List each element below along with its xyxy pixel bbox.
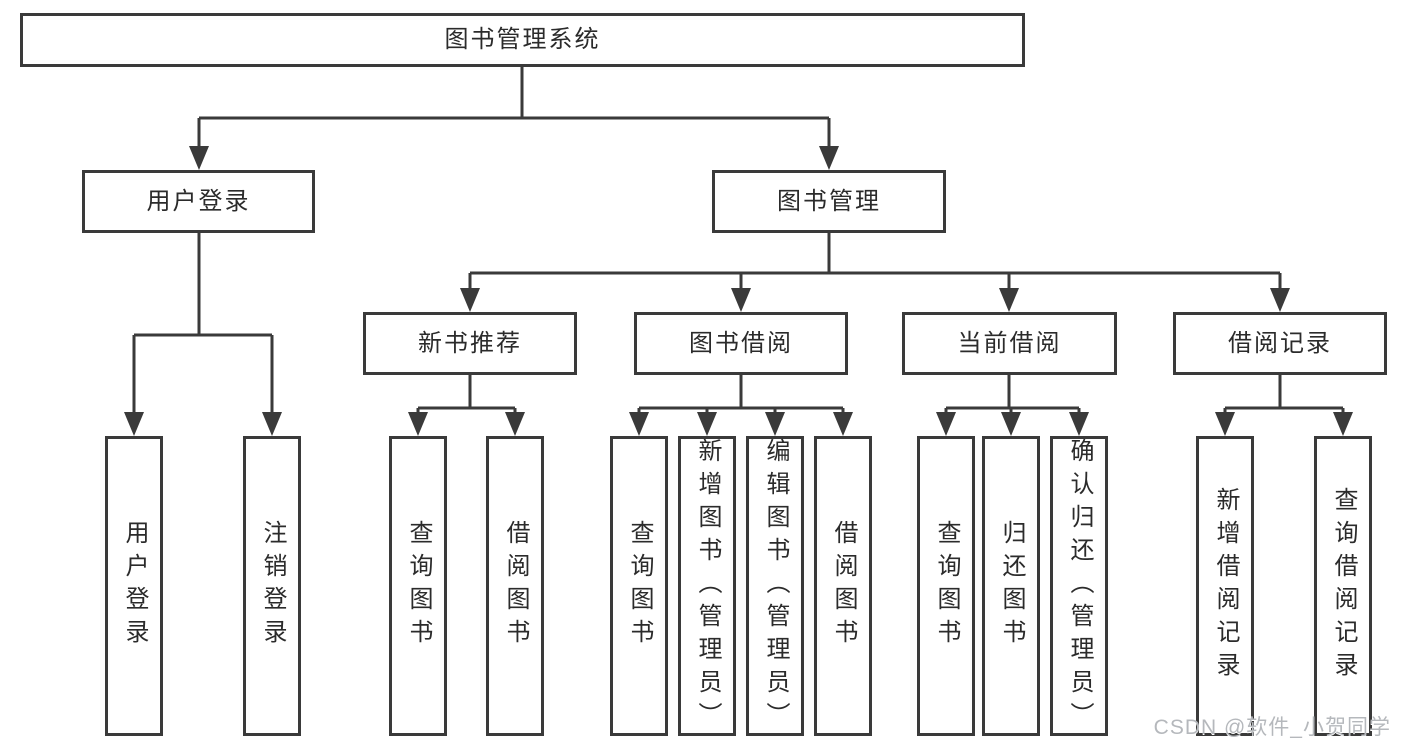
arrowhead-icon [262, 412, 282, 436]
node-book-management: 图书管理 [712, 170, 946, 233]
arrowhead-icon [1215, 412, 1235, 436]
arrowhead-icon [999, 288, 1019, 312]
arrowhead-icon [505, 412, 525, 436]
connector-mgmt-to-level3 [468, 233, 1282, 290]
leaf-borrowing-query-books: 查询图书 [610, 436, 668, 736]
node-user-login: 用户登录 [82, 170, 315, 233]
node-root-label: 图书管理系统 [444, 26, 601, 53]
leaf-records-add-record: 新增借阅记录 [1196, 436, 1254, 736]
leaf-current-query-books: 查询图书 [917, 436, 975, 736]
leaf-current-return-books: 归还图书 [982, 436, 1040, 736]
node-book-borrowing-label: 图书借阅 [689, 329, 793, 357]
arrowhead-icon [1270, 288, 1290, 312]
arrowhead-icon [408, 412, 428, 436]
arrowhead-icon [629, 412, 649, 436]
connector-root-to-level2 [197, 67, 831, 148]
node-new-book-recommend-label: 新书推荐 [418, 329, 522, 357]
connector-borrowing-to-leaves [637, 375, 845, 414]
connector-current-to-leaves [944, 375, 1081, 414]
node-book-borrowing: 图书借阅 [634, 312, 848, 375]
node-user-login-label: 用户登录 [146, 187, 251, 215]
leaf-current-confirm-return-admin: 确认归还（管理员） [1050, 436, 1108, 736]
arrowhead-icon [697, 412, 717, 436]
leaf-logout: 注销登录 [243, 436, 301, 736]
leaf-borrowing-add-books-admin: 新增图书（管理员） [678, 436, 736, 736]
node-borrowing-records: 借阅记录 [1173, 312, 1387, 375]
node-book-management-label: 图书管理 [777, 187, 881, 215]
arrowhead-icon [124, 412, 144, 436]
arrowhead-icon [731, 288, 751, 312]
node-new-book-recommend: 新书推荐 [363, 312, 577, 375]
leaf-borrowing-borrow-books: 借阅图书 [814, 436, 872, 736]
arrowhead-icon [765, 412, 785, 436]
arrowhead-icon [936, 412, 956, 436]
arrowhead-icon [460, 288, 480, 312]
csdn-watermark: CSDN @软件_小贺同学 [1153, 716, 1391, 739]
arrowhead-icon [1069, 412, 1089, 436]
leaf-recommend-borrow-books: 借阅图书 [486, 436, 544, 736]
node-current-borrowing: 当前借阅 [902, 312, 1117, 375]
leaf-user-login: 用户登录 [105, 436, 163, 736]
leaf-borrowing-edit-books-admin: 编辑图书（管理员） [746, 436, 804, 736]
arrowhead-icon [833, 412, 853, 436]
arrowhead-icon [1001, 412, 1021, 436]
node-borrowing-records-label: 借阅记录 [1228, 329, 1332, 357]
node-current-borrowing-label: 当前借阅 [957, 329, 1062, 357]
node-root-system: 图书管理系统 [20, 13, 1025, 67]
leaf-recommend-query-books: 查询图书 [389, 436, 447, 736]
leaf-records-query-record: 查询借阅记录 [1314, 436, 1372, 736]
arrowhead-icon [819, 146, 839, 170]
arrowhead-icon [189, 146, 209, 170]
connector-login-to-leaves [132, 233, 274, 414]
arrowhead-icon [1333, 412, 1353, 436]
connector-recommend-to-leaves [416, 375, 517, 414]
connector-records-to-leaves [1223, 375, 1345, 414]
